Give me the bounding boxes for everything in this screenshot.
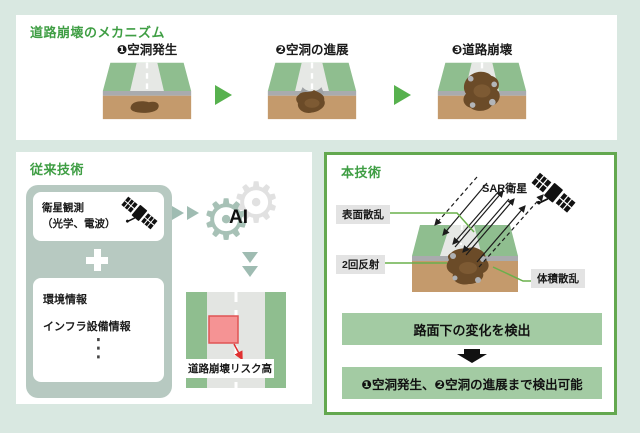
road-stage1-illustration xyxy=(102,62,192,120)
stage-cavity-growth: ❷空洞の進展 xyxy=(242,39,382,121)
sar-scattering-diagram xyxy=(382,176,544,292)
conventional-title: 従来技術 xyxy=(30,162,85,177)
stage-label: ❸道路崩壊 xyxy=(451,43,513,57)
proposed-technology-panel: 本技術 SAR衛星 表面散乱 2回反射 体積散乱 路面下の変化を検出 ❶空洞発生… xyxy=(324,152,617,415)
sar-satellite-icon xyxy=(531,172,576,213)
road-stage3-illustration xyxy=(437,62,527,120)
environment-info-label: 環境情報 xyxy=(43,294,87,306)
road-stage2-illustration xyxy=(267,62,357,120)
mechanism-title: 道路崩壊のメカニズム xyxy=(30,25,166,40)
down-block-arrow-icon xyxy=(457,349,487,363)
satellite-observation-label-line2: （光学、電波） xyxy=(42,217,116,230)
infrastructure-info-label: インフラ設備情報 xyxy=(43,321,131,333)
vertical-ellipsis: ⋮ xyxy=(86,334,111,362)
surface-scattering-badge: 表面散乱 xyxy=(336,205,390,224)
sar-satellite-label: SAR衛星 xyxy=(482,183,528,195)
satellite-observation-box: 衛星観測 （光学、電波） xyxy=(33,192,164,241)
satellite-observation-label-line1: 衛星観測 xyxy=(42,202,84,214)
detect-change-banner: 路面下の変化を検出 xyxy=(342,313,602,345)
stage-label: ❷空洞の進展 xyxy=(275,43,349,57)
mechanism-panel: 道路崩壊のメカニズム ❶空洞発生 ❷空洞の進展 ❸道路崩壊 xyxy=(16,15,617,140)
risk-label: 道路崩壊リスク高 xyxy=(186,359,274,378)
chevrons-right-icon xyxy=(172,206,202,225)
plus-icon xyxy=(86,249,108,271)
stage-cavity-occurrence: ❶空洞発生 xyxy=(77,39,217,121)
arrow-right-icon xyxy=(394,85,411,105)
gear-icon: ⚙ xyxy=(201,188,252,251)
arrow-right-icon xyxy=(215,85,232,105)
volume-scattering-badge: 体積散乱 xyxy=(531,269,585,288)
stage-label: ❶空洞発生 xyxy=(116,43,178,57)
ai-label: AI xyxy=(229,207,248,228)
gear-icon: ⚙ xyxy=(231,171,282,234)
detection-capability-banner: ❶空洞発生、❷空洞の進展まで検出可能 xyxy=(342,367,602,399)
stage-road-collapse: ❸道路崩壊 xyxy=(412,39,552,121)
info-box: 環境情報 インフラ設備情報 ⋮ xyxy=(33,278,164,382)
risk-area-marker xyxy=(208,315,239,344)
proposed-title: 本技術 xyxy=(341,165,382,180)
satellite-icon xyxy=(121,196,158,230)
double-bounce-badge: 2回反射 xyxy=(336,255,386,274)
chevrons-down-icon xyxy=(242,252,258,280)
conventional-technology-panel: 従来技術 衛星観測 （光学、電波） xyxy=(16,152,312,404)
